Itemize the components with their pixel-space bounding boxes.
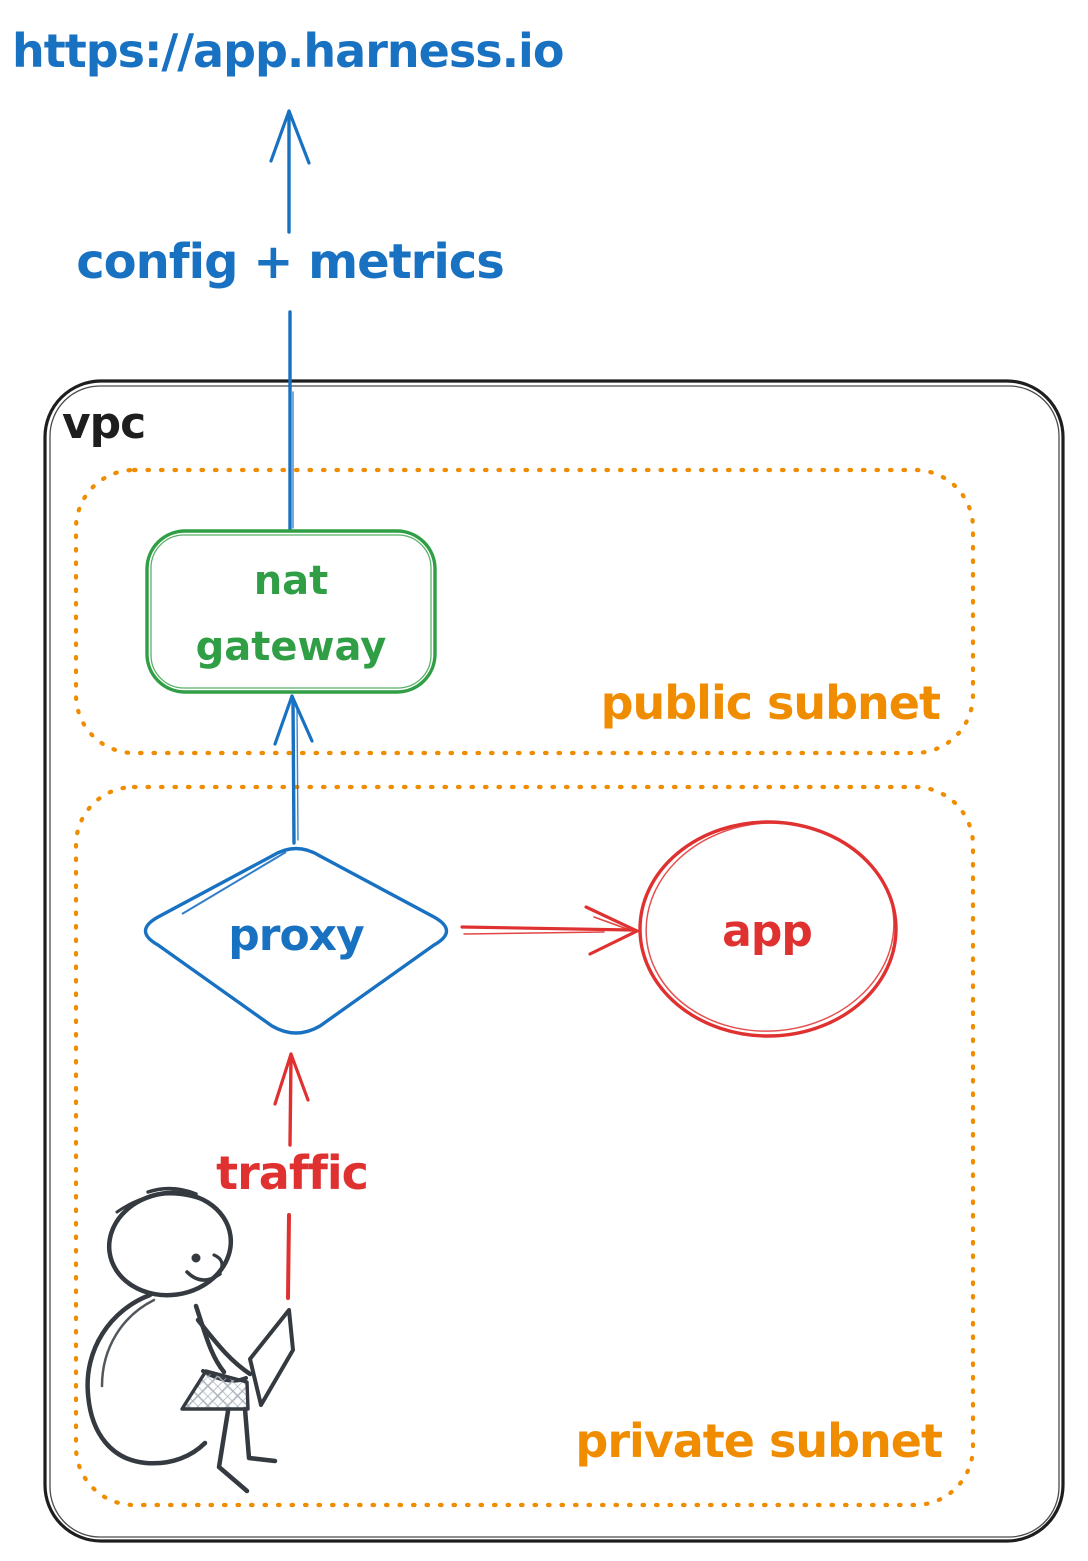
ear-stroke — [212, 1253, 224, 1274]
vpc-label: vpc — [62, 398, 146, 449]
near-leg — [216, 1408, 250, 1494]
proxy-node — [143, 846, 449, 1035]
eye-dot — [191, 1253, 201, 1263]
public-subnet-label: public subnet — [600, 676, 941, 730]
nat-gateway-label-line2: gateway — [195, 624, 387, 670]
laptop-keyboard — [180, 1369, 250, 1411]
nat-gateway-node — [145, 529, 437, 694]
public-subnet-box — [73, 467, 976, 756]
app-node — [638, 820, 898, 1038]
proxy-label: proxy — [228, 910, 364, 961]
laptop-screen — [248, 1308, 295, 1407]
hair-strokes — [146, 1186, 198, 1196]
private-subnet-box — [73, 784, 976, 1508]
far-leg — [242, 1406, 278, 1464]
person-figure — [85, 1186, 295, 1494]
app-label: app — [722, 906, 813, 957]
arrow-proxy-to-nat — [273, 694, 314, 845]
arrow-traffic — [273, 1052, 310, 1300]
arm-stroke — [195, 1317, 253, 1377]
traffic-label: traffic — [216, 1146, 369, 1200]
vpc-box — [43, 379, 1065, 1543]
laptop — [180, 1308, 295, 1411]
smile-stroke — [185, 1270, 222, 1282]
config-metrics-label: config + metrics — [76, 234, 505, 290]
harness-url-label: https://app.harness.io — [12, 24, 564, 78]
private-subnet-label: private subnet — [575, 1414, 943, 1468]
arrow-config-metrics — [269, 109, 311, 532]
nat-gateway-label-line1: nat — [253, 558, 329, 604]
nat-gateway-label: nat gateway — [196, 548, 387, 680]
arrow-proxy-to-app — [460, 905, 639, 956]
